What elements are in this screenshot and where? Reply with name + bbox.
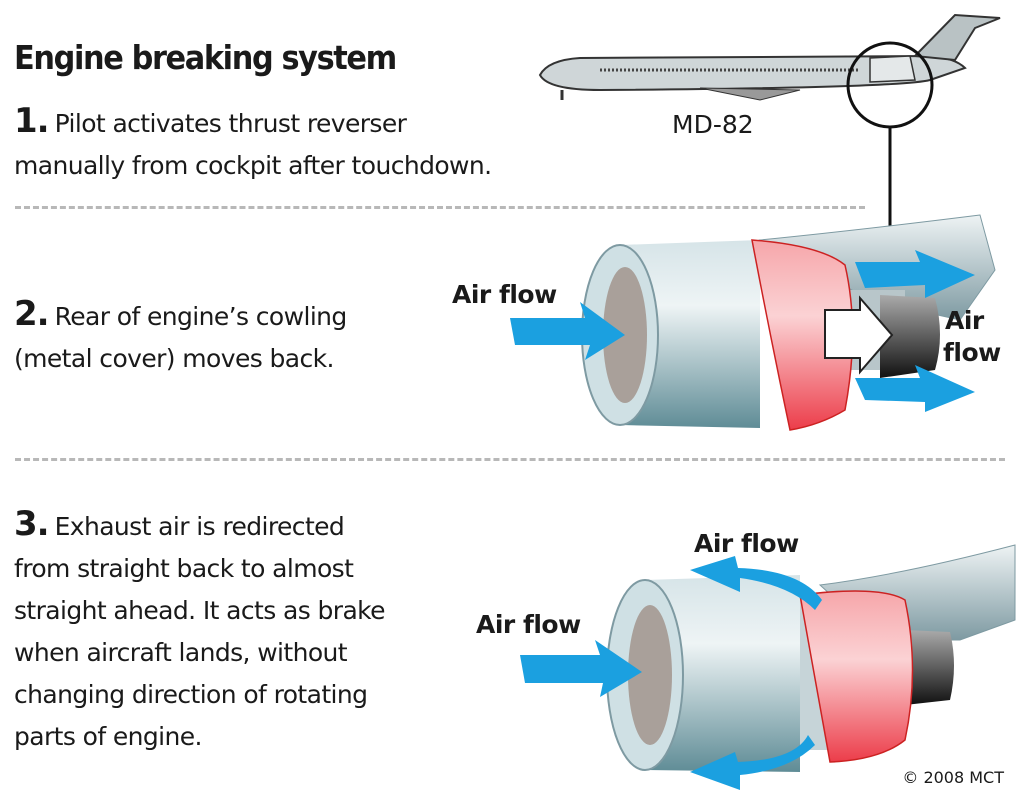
air-flow-label: Air [945,306,984,335]
air-flow-arrow [510,302,625,360]
reverse-air-flow-arrow [690,556,822,610]
air-flow-arrow [855,250,975,298]
step-text: Rear of engine’s cowling [54,302,348,331]
step-text: parts of engine. [14,722,203,751]
step-text: Pilot activates thrust reverser [54,109,407,138]
air-flow-arrow [855,365,975,412]
step-text: Exhaust air is redirected [54,512,345,541]
air-flow-arrow [520,640,642,697]
air-flow-label: Air flow [452,280,557,309]
step-1: 1.Pilot activates thrust reverser manual… [14,100,492,187]
aircraft-model-label: MD-82 [672,110,754,139]
reverse-air-flow-arrow [690,735,815,790]
divider [15,458,1005,461]
step-text: straight ahead. It acts as brake [14,596,386,625]
engine-reverse-thrust [520,544,1016,790]
step-3: 3.Exhaust air is redirected from straigh… [14,503,386,758]
step-text: (metal cover) moves back. [14,344,334,373]
air-flow-label: flow [943,338,1001,367]
page-title: Engine breaking system [14,38,397,77]
step-text: changing direction of rotating [14,680,368,709]
cowling-motion-arrow [824,295,894,375]
step-number: 2. [14,294,50,334]
step-2: 2.Rear of engine’s cowling (metal cover)… [14,293,347,380]
step-number: 3. [14,504,50,544]
step-text: when aircraft lands, without [14,638,348,667]
step-number: 1. [14,101,50,141]
md82-airplane [538,13,1001,232]
step-text: from straight back to almost [14,554,354,583]
copyright-credit: © 2008 MCT [902,768,1004,787]
air-flow-label: Air flow [694,529,799,558]
step-text: manually from cockpit after touchdown. [14,151,492,180]
air-flow-label: Air flow [476,610,581,639]
engine-cowling-moved-back [510,214,996,431]
divider [15,206,865,209]
